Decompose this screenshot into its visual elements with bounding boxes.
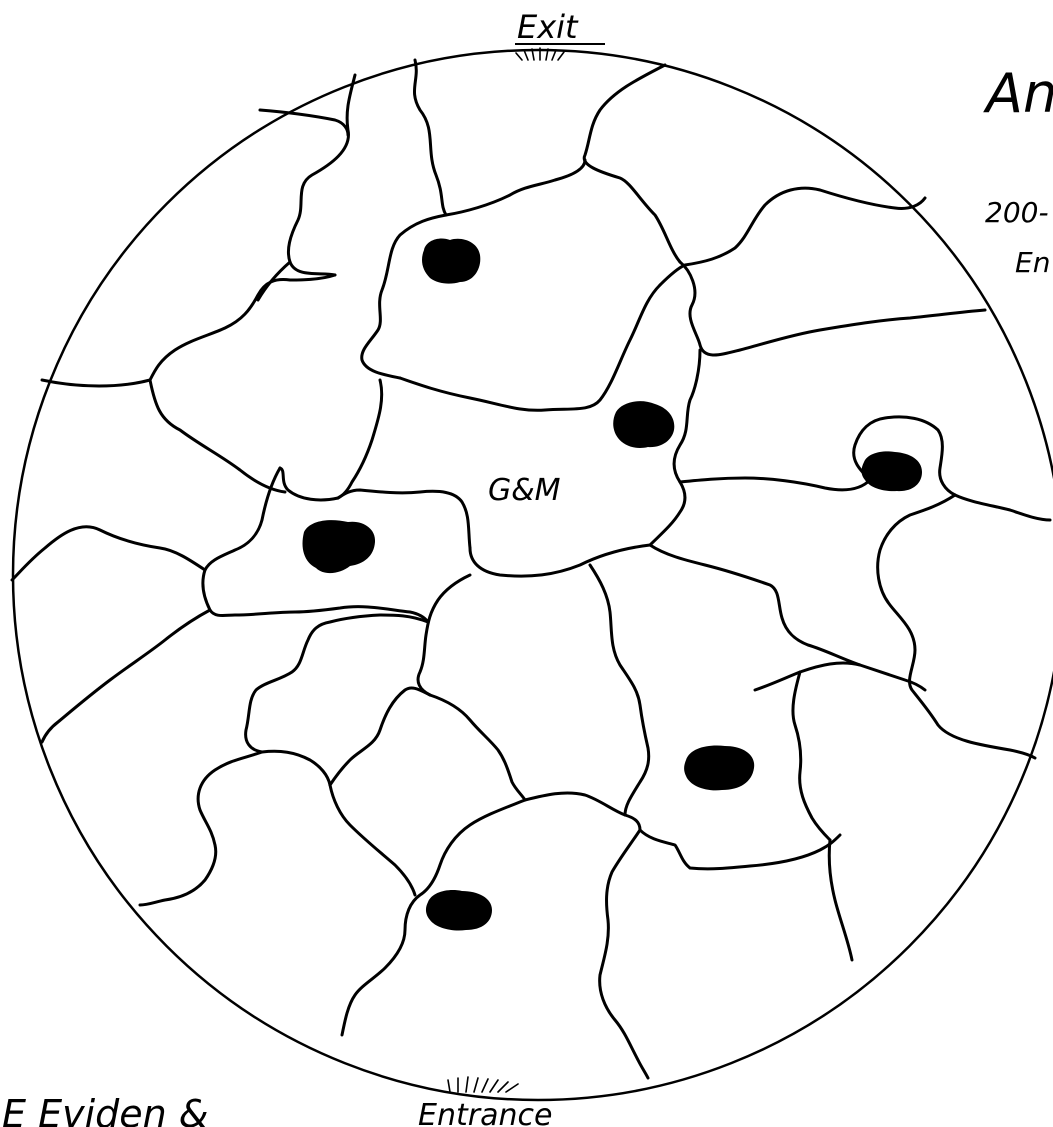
note-line-2-partial: En [1015,246,1050,279]
title-partial: An [983,62,1053,125]
ink-blob-marker-icon [422,238,480,283]
exit-label: Exit [517,8,579,46]
entrance-label: Entrance [418,1098,552,1127]
marker-blobs [303,238,923,930]
ink-blob-marker-icon [426,890,492,930]
cave-walls [12,60,1050,1078]
ink-blob-marker-icon [613,401,674,448]
ink-blob-marker-icon [303,520,376,573]
center-room-label: G&M [488,473,561,508]
ink-blob-marker-icon [684,746,754,791]
note-line-1-partial: 200- [985,196,1049,229]
ink-blob-marker-icon [862,451,923,491]
bottom-left-partial: E Eviden & [2,1092,208,1127]
entrance-grass-icon [448,1077,518,1092]
